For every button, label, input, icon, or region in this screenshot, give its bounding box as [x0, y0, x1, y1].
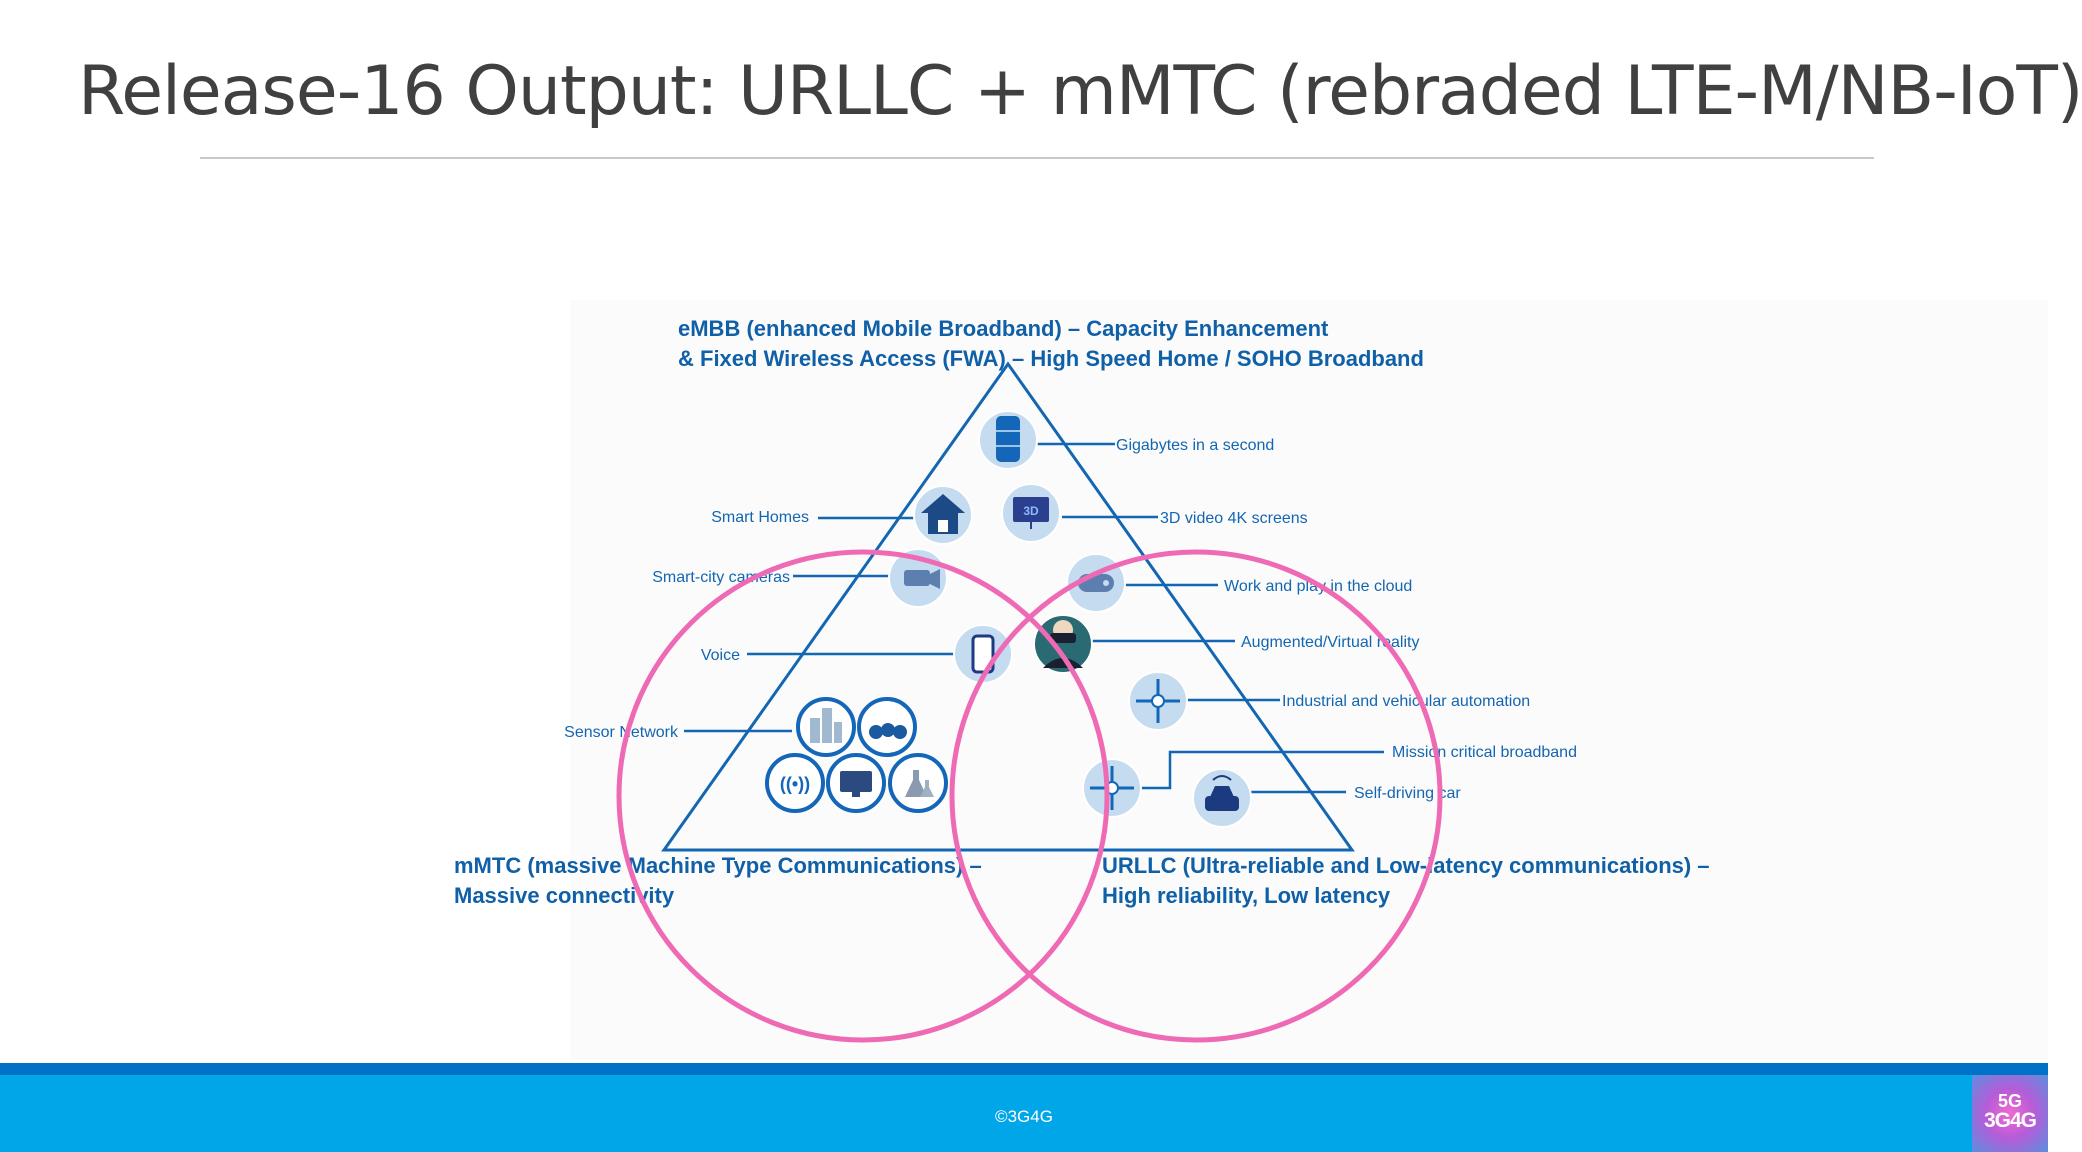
footer-bar: [0, 1075, 2048, 1152]
logo-5g-text: 5G: [1997, 1091, 2022, 1111]
label-3d-video: 3D video 4K screens: [1160, 510, 1308, 527]
phone-icon: [953, 624, 1013, 684]
3g4g-logo: 5G 3G4G: [1972, 1075, 2048, 1152]
server-stack-icon: [978, 410, 1038, 470]
self-driving-car-icon: [1192, 768, 1252, 828]
footer-copyright: ©3G4G: [995, 1107, 1053, 1126]
lab-flask-icon: [888, 753, 948, 813]
urllc-highlight-circle: [949, 549, 1443, 1043]
embb-heading: eMBB (enhanced Mobile Broadband) – Capac…: [678, 316, 1424, 371]
label-gigabytes: Gigabytes in a second: [1116, 437, 1274, 454]
urllc-heading: URLLC (Ultra-reliable and Low-latency co…: [1102, 853, 1716, 908]
slide-title: Release-16 Output: URLLC + mMTC (rebrade…: [78, 52, 2082, 131]
critical-broadband-icon: [1082, 758, 1142, 818]
svg-text:((•)): ((•)): [780, 774, 810, 794]
title-divider: [200, 157, 1874, 159]
automation-icon: [1128, 671, 1188, 731]
label-automation: Industrial and vehicular automation: [1282, 693, 1530, 710]
mmtc-heading: mMTC (massive Machine Type Communication…: [454, 853, 988, 908]
label-smart-homes: Smart Homes: [711, 509, 809, 526]
city-wifi-icon: [796, 697, 856, 757]
label-mission-critical: Mission critical broadband: [1392, 744, 1577, 761]
footer-stripe: [0, 1063, 2048, 1075]
label-smart-city: Smart-city cameras: [652, 569, 790, 586]
label-voice: Voice: [701, 647, 740, 664]
monitor-icon: [826, 753, 886, 813]
logo-3g4g-text: 3G4G: [1983, 1109, 2037, 1132]
label-sensor-network: Sensor Network: [564, 724, 679, 741]
diagram-background: [570, 300, 2048, 1060]
label-self-driving: Self-driving car: [1354, 785, 1461, 802]
usage-triangle: [661, 361, 1355, 852]
mmtc-highlight-circle: [616, 549, 1110, 1043]
vr-headset-icon: [1033, 614, 1093, 674]
leader-lines: [684, 442, 1384, 794]
3d-screen-icon: 3D: [1001, 483, 1061, 543]
smart-home-icon: [913, 485, 973, 545]
sensor-signal-icon: ((•)): [765, 753, 825, 813]
svg-text:3D: 3D: [1023, 504, 1039, 518]
water-drops-icon: [857, 697, 917, 757]
label-ar-vr: Augmented/Virtual reality: [1241, 634, 1419, 651]
